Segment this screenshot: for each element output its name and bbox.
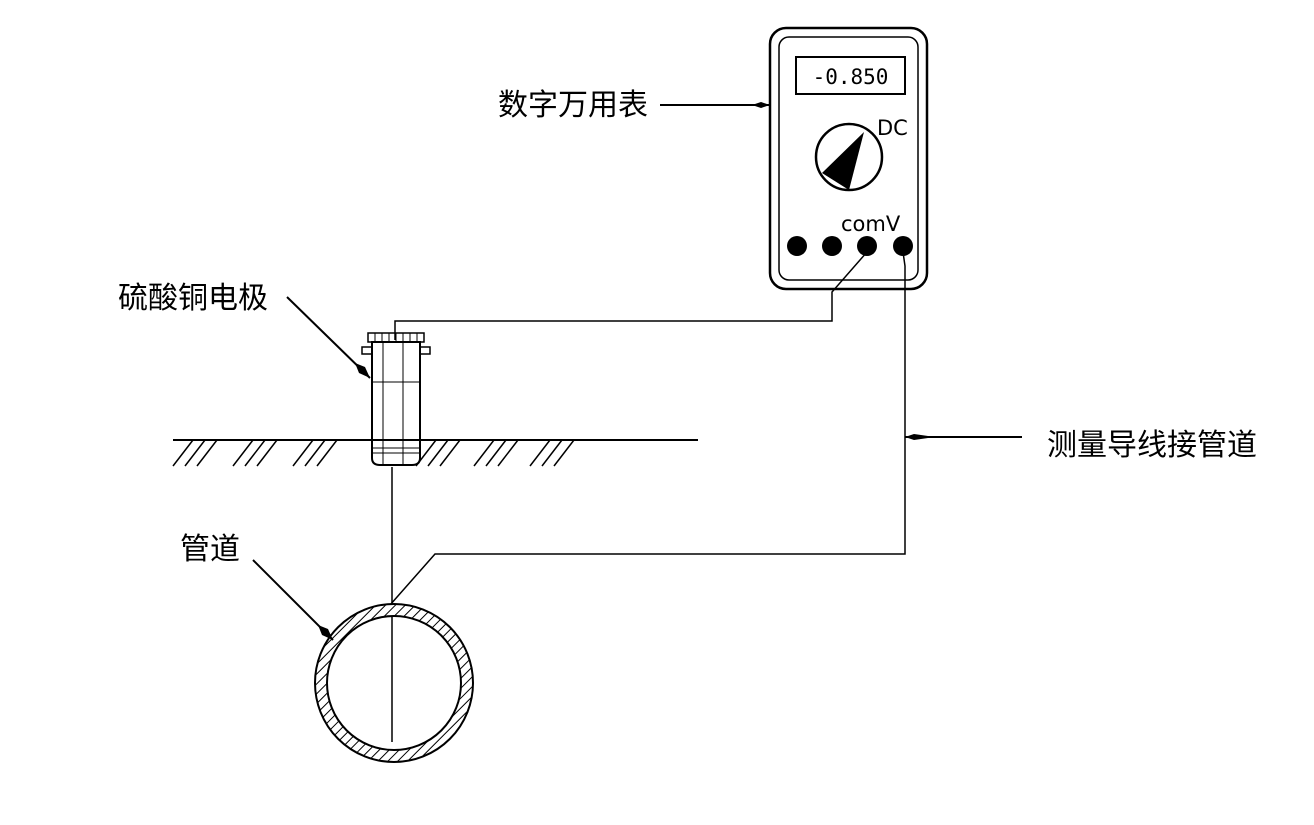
electrode-body xyxy=(371,341,421,466)
electrode-label: 硫酸铜电极 xyxy=(118,281,268,316)
leader-lines xyxy=(252,102,1022,641)
electrode-collar-left xyxy=(361,346,373,355)
multimeter-mode-label: DC xyxy=(877,116,908,140)
pipe-label: 管道 xyxy=(180,532,240,567)
pipe-lead-wire xyxy=(389,251,906,606)
multimeter-display xyxy=(795,56,906,95)
multimeter-label: 数字万用表 xyxy=(498,88,648,123)
multimeter-terminal-2 xyxy=(822,236,842,256)
multimeter-terminal-v xyxy=(893,236,913,256)
multimeter-display-value: -0.850 xyxy=(813,65,889,89)
multimeter-dial-pointer xyxy=(822,132,864,190)
multimeter-leader-arrow xyxy=(752,102,770,108)
multimeter-outer-casing xyxy=(768,26,929,291)
copper-sulfate-electrode xyxy=(361,332,431,466)
pipe-wall xyxy=(315,604,473,762)
multimeter-terminal-com xyxy=(857,236,877,256)
multimeter-terminal-label: comV xyxy=(841,212,901,236)
electrode-wire xyxy=(394,251,868,340)
electrode-leader-arrow xyxy=(355,363,370,378)
multimeter: -0.850 DC comV xyxy=(768,26,929,291)
ground-hatching xyxy=(172,439,575,467)
electrode-cap-knurling xyxy=(374,333,418,342)
pipe-cross-section xyxy=(314,603,474,763)
multimeter-inner-casing xyxy=(778,36,919,281)
lead-leader-arrow xyxy=(905,434,935,440)
pipe-leader-arrow xyxy=(318,625,333,640)
lead-label: 测量导线接管道 xyxy=(1047,428,1257,463)
multimeter-terminal-1 xyxy=(787,236,807,256)
electrode-collar-right xyxy=(419,346,431,355)
ground-surface xyxy=(172,439,698,467)
